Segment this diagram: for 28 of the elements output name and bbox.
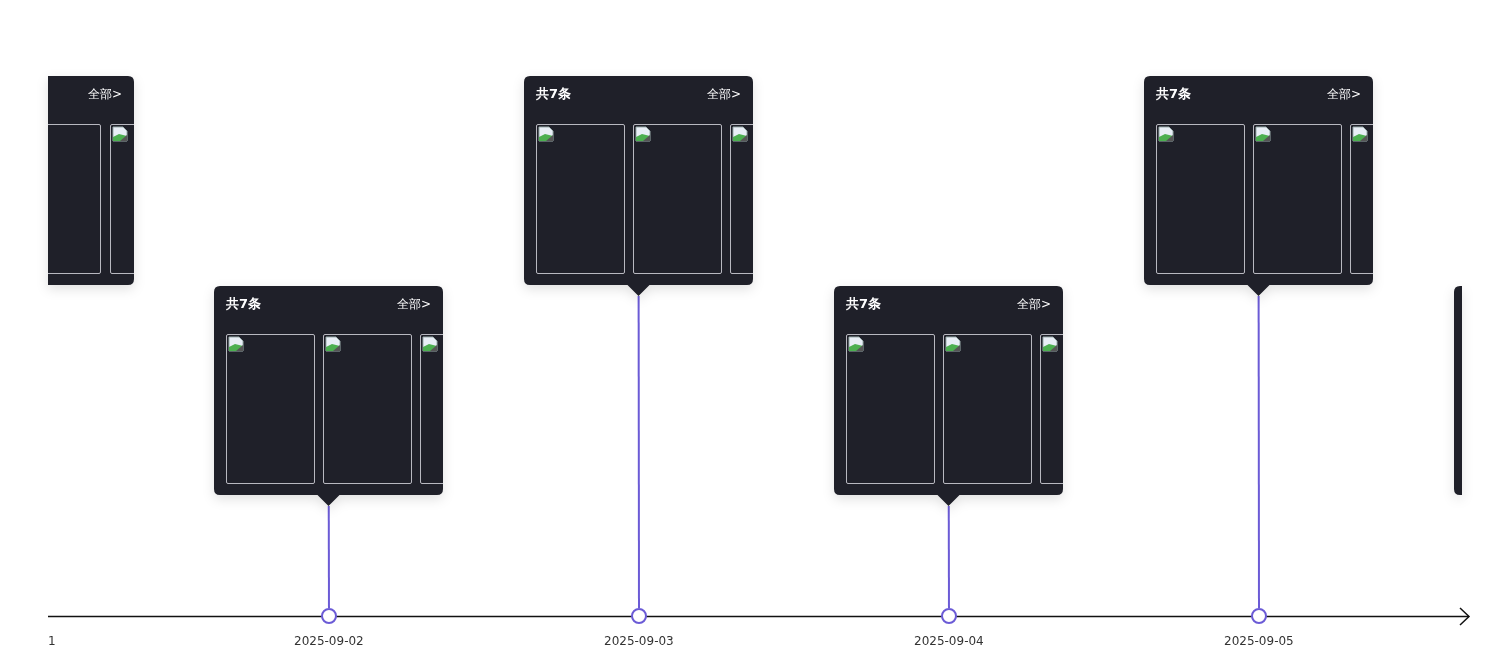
count-text: 共7条 — [846, 295, 882, 313]
gallery-card — [214, 286, 443, 506]
connector-line — [1257, 295, 1260, 609]
count-text: 共7条 — [1156, 85, 1192, 103]
view-all-link: 全部> — [1016, 296, 1051, 313]
date-label: 2025-09-03 — [604, 634, 674, 648]
gallery-card — [1144, 76, 1373, 296]
gallery-card — [1454, 286, 1462, 495]
view-all-link: 全部> — [1326, 86, 1361, 103]
timeline-dot — [1251, 608, 1267, 624]
date-label: 2025-09-04 — [914, 634, 984, 648]
gallery-card — [834, 286, 1063, 506]
date-label: 2025-09-05 — [1224, 634, 1294, 648]
timeline-dot — [941, 608, 957, 624]
gallery-card — [524, 76, 753, 296]
gallery-card — [48, 76, 134, 285]
connector-line — [637, 295, 640, 609]
view-all-link: 全部> — [396, 296, 431, 313]
view-all-link: 全部> — [706, 86, 741, 103]
count-text: 共7条 — [536, 85, 572, 103]
connector-line — [947, 505, 950, 609]
connector-line — [327, 505, 330, 609]
date-label: 1 — [48, 634, 56, 648]
timeline-dot — [631, 608, 647, 624]
timeline-dot — [321, 608, 337, 624]
view-all-link: 全部> — [87, 86, 122, 103]
count-text: 共7条 — [226, 295, 262, 313]
date-label: 2025-09-02 — [294, 634, 364, 648]
